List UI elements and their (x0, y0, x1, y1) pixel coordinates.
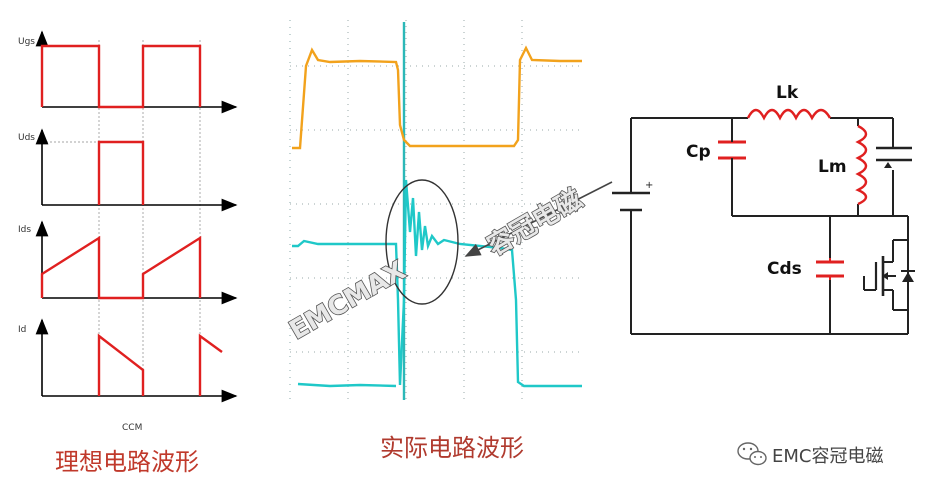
ugs-waveform-group: Ugs (18, 30, 238, 114)
ccm-label: CCM (122, 423, 142, 433)
flyback-circuit-panel: + Lk Cp Lm Cds (612, 83, 915, 335)
scope-screen (290, 20, 582, 400)
circuit-wires (630, 117, 909, 335)
lk-label: Lk (776, 83, 799, 103)
id-waveform-next (198, 333, 223, 396)
lk-inductor (746, 108, 832, 121)
ids-label: Ids (18, 225, 31, 235)
ids-waveform-group: Ids (18, 220, 238, 305)
ids-waveform (40, 235, 202, 300)
dc-source: + (612, 180, 653, 222)
uds-waveform (97, 140, 145, 205)
mosfet-switch (863, 239, 915, 311)
cds-capacitor (816, 258, 844, 280)
scope-trace-baseline (297, 382, 397, 388)
cds-label: Cds (767, 259, 802, 279)
scope-trace-uds (292, 179, 582, 388)
ringing-highlight-ellipse (385, 179, 459, 305)
oscilloscope-panel: 实际电路波形 (289, 20, 613, 462)
ugs-label: Ugs (18, 37, 35, 47)
svg-text:+: + (645, 180, 653, 191)
scope-trace-ugs (292, 45, 582, 150)
id-label: Id (18, 325, 26, 335)
actual-caption: 实际电路波形 (380, 434, 524, 462)
id-waveform (97, 333, 145, 396)
brand-badge: EMC容冠电磁 (737, 442, 883, 467)
brand-name: EMC容冠电磁 (772, 446, 883, 467)
secondary-winding-symbol (876, 146, 912, 168)
wechat-icon (737, 442, 767, 466)
ugs-waveform (40, 44, 202, 109)
uds-label: Uds (18, 133, 35, 143)
id-waveform-group: Id (18, 318, 238, 403)
uds-waveform-group: Uds (18, 128, 238, 212)
cp-label: Cp (686, 142, 711, 162)
lm-inductor (855, 124, 868, 206)
scope-grid (290, 20, 582, 400)
pointer-arrow (464, 181, 613, 257)
ideal-waveforms-panel: Ugs Uds Ids Id CCM 理想电路波形 (18, 30, 238, 476)
guide-lines (42, 40, 201, 395)
cp-capacitor (718, 118, 746, 163)
ideal-caption: 理想电路波形 (55, 448, 199, 476)
lm-label: Lm (818, 157, 847, 177)
